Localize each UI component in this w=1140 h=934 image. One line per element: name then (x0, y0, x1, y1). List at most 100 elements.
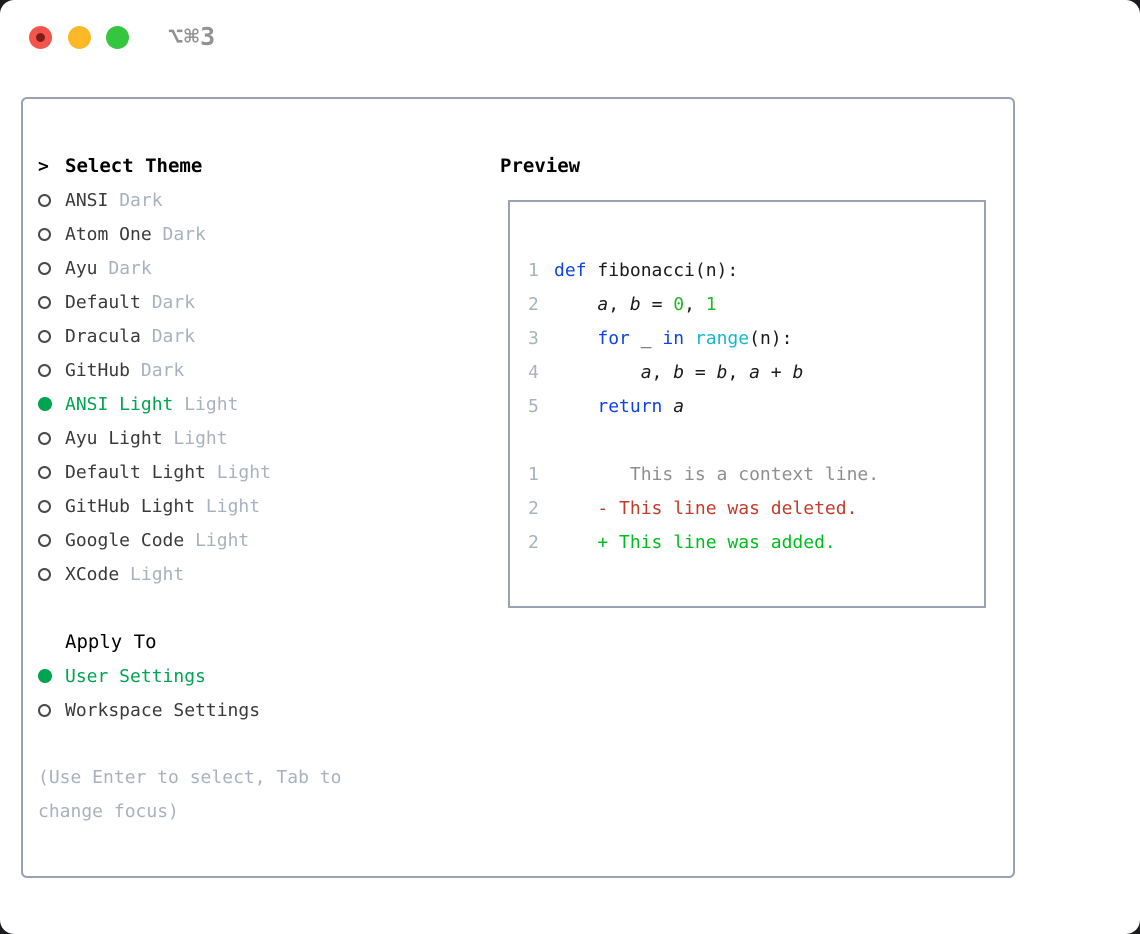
apply-option[interactable]: User Settings (38, 659, 341, 693)
theme-variant: Dark (151, 291, 196, 313)
code-token: This is a context line. (554, 463, 880, 485)
minimize-button[interactable] (68, 26, 91, 49)
theme-variant: Dark (119, 189, 163, 211)
radio-icon (38, 465, 65, 479)
close-button[interactable] (29, 26, 52, 49)
theme-option[interactable]: Default Light Light (38, 455, 341, 489)
selected-radio-icon (38, 669, 65, 683)
code-token: 0 (673, 293, 685, 315)
apply-option-label: User Settings (65, 665, 206, 687)
radio-icon (38, 363, 65, 377)
apply-to-header-row: Apply To (38, 625, 341, 659)
theme-name: GitHub (65, 359, 131, 381)
apply-to-header: Apply To (65, 631, 157, 653)
code-line: 2 - This line was deleted. (528, 491, 984, 525)
preview-header: Preview (500, 155, 581, 177)
select-theme-header: Select Theme (65, 155, 203, 177)
code-token: = (684, 361, 717, 383)
spacer (38, 727, 341, 761)
code-token: , (684, 293, 706, 315)
line-number: 3 (528, 327, 539, 349)
theme-option[interactable]: GitHub Light Light (38, 489, 341, 523)
radio-icon (38, 193, 65, 207)
theme-name: Dracula (65, 325, 141, 347)
theme-name: ANSI Light (65, 393, 174, 415)
code-token: b (629, 293, 641, 315)
radio-icon (38, 499, 65, 513)
radio-icon (38, 295, 65, 309)
code-token (554, 362, 641, 383)
radio-icon (38, 227, 65, 241)
theme-option[interactable]: Default Dark (38, 285, 341, 319)
line-number: 1 (528, 259, 539, 281)
line-number: 5 (528, 395, 539, 417)
theme-option[interactable]: ANSI Light Light (38, 387, 341, 421)
apply-option[interactable]: Workspace Settings (38, 693, 341, 727)
window-title: ⌥⌘3 (168, 22, 217, 51)
theme-name: Atom One (65, 223, 152, 245)
theme-variant: Light (216, 461, 271, 483)
code-token (554, 294, 597, 315)
apply-option-label: Workspace Settings (65, 699, 261, 721)
code-token: a (597, 293, 609, 315)
code-token (684, 328, 695, 349)
zoom-button[interactable] (106, 26, 129, 49)
theme-variant: Light (184, 393, 239, 415)
code-token: a (749, 361, 760, 383)
theme-option[interactable]: GitHub Dark (38, 353, 341, 387)
code-token: + This line was added. (554, 531, 836, 553)
code-token: for (597, 327, 630, 349)
theme-name: XCode (65, 563, 120, 585)
theme-variant: Light (205, 495, 261, 517)
code-token (662, 396, 673, 417)
line-number: 2 (528, 497, 539, 519)
radio-icon (38, 261, 65, 275)
theme-option[interactable]: ANSI Dark (38, 183, 341, 217)
theme-variant: Dark (140, 359, 185, 381)
theme-option[interactable]: Ayu Light Light (38, 421, 341, 455)
line-number: 2 (528, 293, 539, 315)
code-token: , (608, 293, 630, 315)
theme-name: Ayu (65, 257, 98, 279)
code-token: b (716, 361, 728, 383)
code-token: + (759, 361, 793, 383)
theme-option[interactable]: Ayu Dark (38, 251, 341, 285)
line-number: 2 (528, 531, 539, 553)
theme-option[interactable]: Google Code Light (38, 523, 341, 557)
theme-name: GitHub Light (65, 495, 196, 517)
radio-icon (38, 533, 65, 547)
code-token: in (662, 327, 685, 349)
theme-variant: Dark (108, 257, 152, 279)
help-text-line-2: change focus) (38, 801, 179, 822)
spacer (38, 591, 341, 625)
theme-name: Google Code (65, 529, 185, 551)
close-button-dot (36, 33, 45, 42)
code-token: fibonacci(n): (586, 259, 739, 281)
titlebar: ⌥⌘3 (0, 0, 1140, 74)
theme-name: Default (65, 291, 141, 313)
line-number: 1 (528, 463, 539, 485)
code-token: a (640, 361, 652, 383)
radio-icon (38, 703, 65, 717)
theme-option[interactable]: XCode Light (38, 557, 341, 591)
selected-radio-icon (38, 397, 65, 411)
code-token: , (727, 361, 750, 383)
code-token: a (673, 395, 685, 417)
theme-variant: Dark (151, 325, 196, 347)
code-line: 4 a, b = b, a + b (528, 355, 984, 389)
radio-icon (38, 329, 65, 343)
code-token: range (694, 327, 750, 349)
code-line: 1 This is a context line. (528, 457, 984, 491)
theme-name: Default Light (65, 461, 206, 483)
theme-option[interactable]: Atom One Dark (38, 217, 341, 251)
theme-option[interactable]: Dracula Dark (38, 319, 341, 353)
theme-name: Ayu Light (65, 427, 163, 449)
code-line: 2 a, b = 0, 1 (528, 287, 984, 321)
theme-variant: Dark (162, 223, 206, 245)
